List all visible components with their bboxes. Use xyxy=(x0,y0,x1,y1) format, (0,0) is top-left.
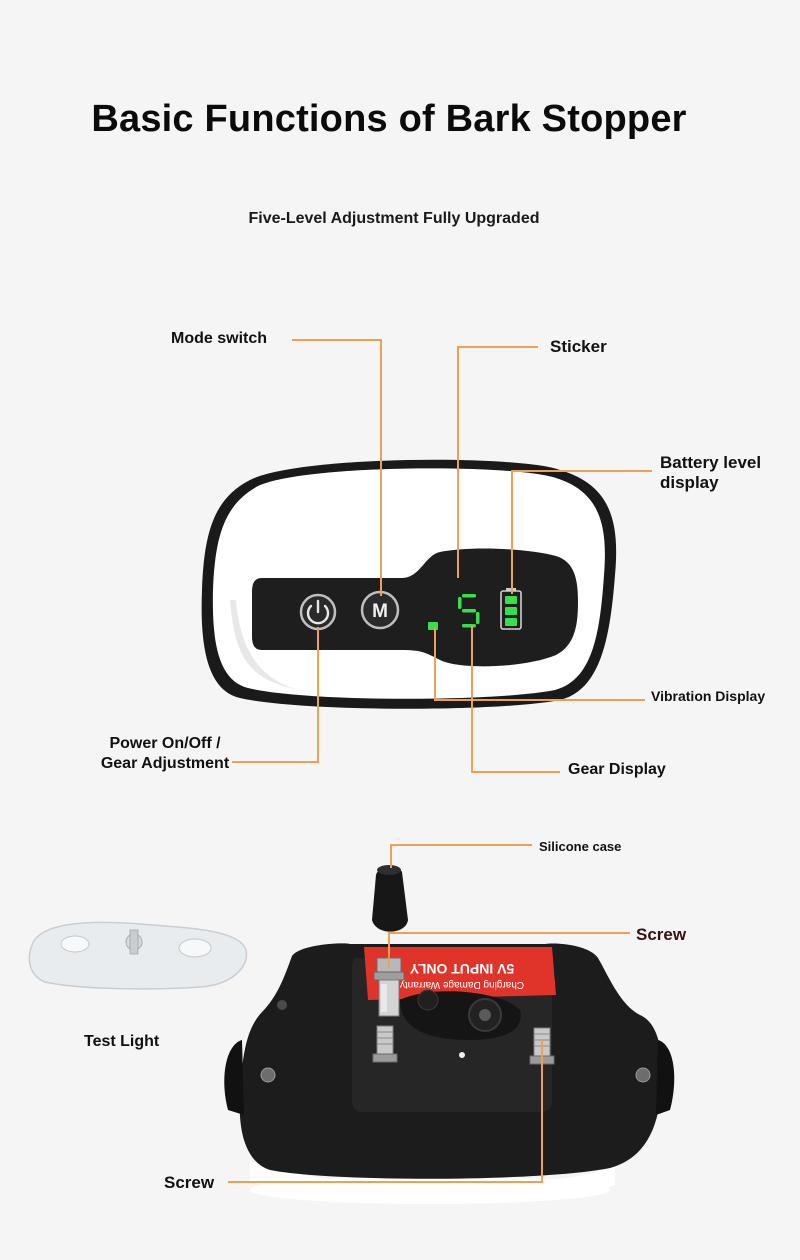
mode-button[interactable]: M xyxy=(360,590,400,630)
label-vibration-display: Vibration Display xyxy=(651,688,766,704)
page-title: Basic Functions of Bark Stopper xyxy=(91,98,687,140)
silicone-cap xyxy=(372,865,408,932)
bottom-leader-lines xyxy=(228,844,630,1183)
warning-sticker: 5V INPUT ONLY Charging Damage Warranty xyxy=(364,947,556,1000)
collar-back-view: 5V INPUT ONLY Charging Damage Warranty xyxy=(224,865,675,1204)
top-leader-lines xyxy=(232,339,652,773)
sticker-line1: 5V INPUT ONLY xyxy=(409,961,514,977)
leader-power xyxy=(232,627,319,763)
collar-front-view: M 5 xyxy=(201,459,617,709)
label-power-gear: Power On/Off / Gear Adjustment xyxy=(100,735,230,772)
label-gear-display: Gear Display xyxy=(568,761,666,778)
label-test-light: Test Light xyxy=(84,1033,160,1050)
label-sticker: Sticker xyxy=(550,337,607,356)
test-light-pad xyxy=(28,921,248,990)
label-mode-switch: Mode switch xyxy=(171,330,268,347)
leader-battery xyxy=(511,470,652,594)
control-panel xyxy=(252,548,578,667)
leader-screw-bottom xyxy=(228,1040,543,1183)
shell-shading xyxy=(230,600,300,690)
sticker-line2: Charging Damage Warranty xyxy=(400,979,524,990)
screw-post-left xyxy=(372,1025,398,1063)
label-screw-top: Screw xyxy=(636,925,687,944)
leader-gear xyxy=(471,626,560,773)
mode-button-glyph: M xyxy=(372,601,388,622)
leader-silicone-case xyxy=(390,844,532,868)
page-subtitle: Five-Level Adjustment Fully Upgraded xyxy=(248,210,540,227)
leader-vibration xyxy=(434,628,645,701)
gear-digit-display xyxy=(458,594,480,628)
power-button[interactable] xyxy=(299,593,337,631)
label-battery-level: Battery level display xyxy=(660,453,762,492)
label-screw-bottom: Screw xyxy=(164,1173,215,1192)
leader-screw-top xyxy=(388,932,630,968)
label-silicone-case: Silicone case xyxy=(539,839,622,854)
vibration-led-icon xyxy=(428,622,438,630)
leader-sticker xyxy=(457,346,538,578)
leader-mode-switch xyxy=(292,339,382,596)
